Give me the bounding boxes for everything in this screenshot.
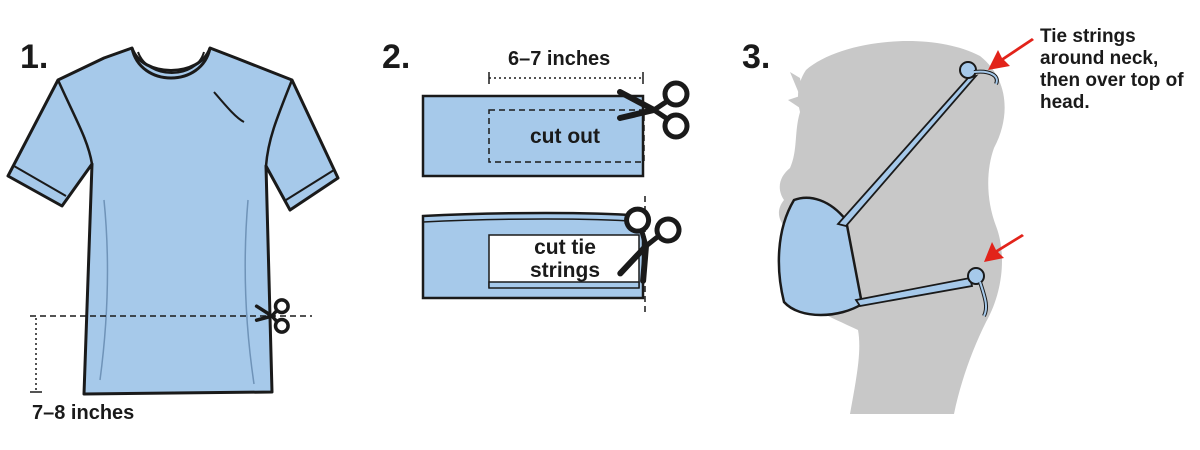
top-tie-string bbox=[836, 74, 979, 228]
fabric-strip-top bbox=[421, 72, 690, 178]
arrow-icon bbox=[988, 38, 1034, 70]
right-sleeve-seam bbox=[264, 79, 294, 167]
head-silhouette bbox=[778, 41, 1005, 415]
cut-tie-line2: strings bbox=[529, 259, 600, 282]
cut-out-label: cut out bbox=[530, 125, 600, 148]
strip-length-label: 6–7 inches bbox=[508, 48, 611, 70]
t-shirt-body bbox=[6, 46, 340, 396]
shirt-cut-length-label: 7–8 inches bbox=[32, 402, 135, 424]
cut-out-region bbox=[488, 109, 645, 163]
step-number-1: 1. bbox=[20, 38, 49, 76]
tie-string-cut-region bbox=[488, 234, 640, 288]
fabric-strip-bottom bbox=[421, 196, 682, 312]
bottom-tie-string bbox=[854, 276, 974, 307]
scissors-icon bbox=[617, 206, 682, 284]
arrow-icon bbox=[984, 234, 1024, 262]
t-shirt-collar bbox=[130, 47, 212, 80]
t-shirt bbox=[6, 46, 340, 396]
face-mask bbox=[777, 61, 999, 317]
tie-strings-note: Tie strings around neck, then over top o… bbox=[1040, 26, 1184, 113]
left-sleeve-seam bbox=[56, 79, 94, 165]
scissors-icon bbox=[617, 80, 690, 140]
scissors-icon bbox=[254, 298, 290, 334]
step-number-3: 3. bbox=[742, 38, 771, 76]
cut-tie-strings-label: cut tie strings bbox=[525, 236, 605, 282]
cut-tie-line1: cut tie bbox=[534, 236, 596, 259]
step-number-2: 2. bbox=[382, 38, 411, 76]
